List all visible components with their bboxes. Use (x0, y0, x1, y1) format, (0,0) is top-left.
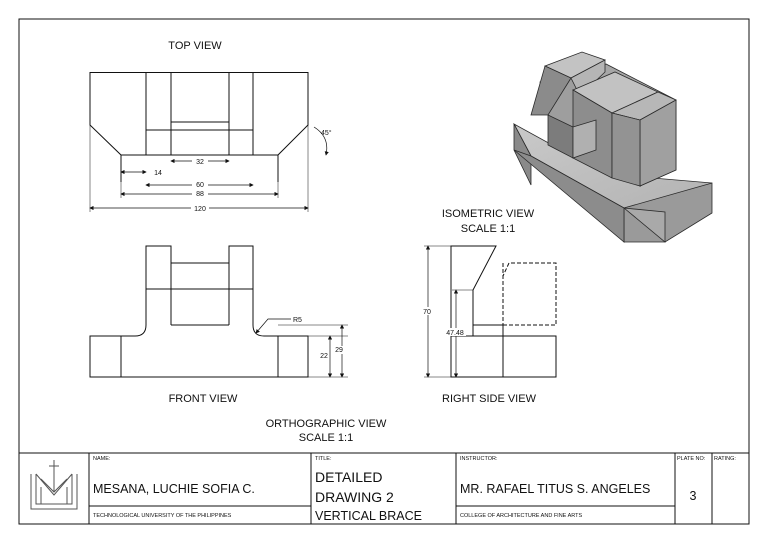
top-view: TOP VIEW (89, 40, 329, 212)
right-side-view-label: RIGHT SIDE VIEW (442, 393, 537, 405)
plate-number: 3 (690, 489, 697, 503)
front-view-label: FRONT VIEW (169, 393, 238, 405)
dim-r5: R5 (293, 317, 302, 324)
dim-120: 120 (194, 206, 206, 213)
dim-60: 60 (196, 182, 204, 189)
sheet-border (18, 18, 750, 525)
dim-22: 22 (320, 353, 328, 360)
title-block (19, 452, 749, 524)
front-view (89, 245, 348, 378)
title-line-2: DRAWING 2 (315, 489, 394, 505)
isometric-scale-label: SCALE 1:1 (461, 223, 515, 235)
rating-label: RATING: (714, 456, 736, 462)
right-side-view (424, 245, 557, 378)
isometric-model (513, 51, 713, 243)
instructor-label: INSTRUCTOR: (460, 456, 498, 462)
dim-32: 32 (196, 159, 204, 166)
title-line-1: DETAILED (315, 469, 382, 485)
school-name: TECHNOLOGICAL UNIVERSITY OF THE PHILIPPI… (93, 513, 232, 519)
instructor-name: MR. RAFAEL TITUS S. ANGELES (460, 482, 650, 496)
dim-angle: 45° (321, 129, 332, 137)
dim-70: 70 (423, 309, 431, 316)
title-label: TITLE: (315, 456, 332, 462)
dim-14: 14 (154, 170, 162, 177)
dim-88: 88 (196, 191, 204, 198)
college-name: COLLEGE OF ARCHITECTURE AND FINE ARTS (460, 513, 582, 519)
dim-47-48: 47.48 (446, 330, 464, 337)
orthographic-view-label: ORTHOGRAPHIC VIEW (266, 418, 387, 430)
top-view-label: TOP VIEW (168, 40, 222, 52)
name-label: NAME: (93, 456, 111, 462)
student-name: MESANA, LUCHIE SOFIA C. (93, 482, 255, 496)
university-logo (30, 460, 78, 510)
isometric-view-label: ISOMETRIC VIEW (442, 208, 535, 220)
orthographic-scale-label: SCALE 1:1 (299, 432, 353, 444)
title-subtitle: VERTICAL BRACE (315, 509, 422, 523)
dim-29: 29 (335, 347, 343, 354)
plate-label: PLATE NO: (677, 456, 706, 462)
